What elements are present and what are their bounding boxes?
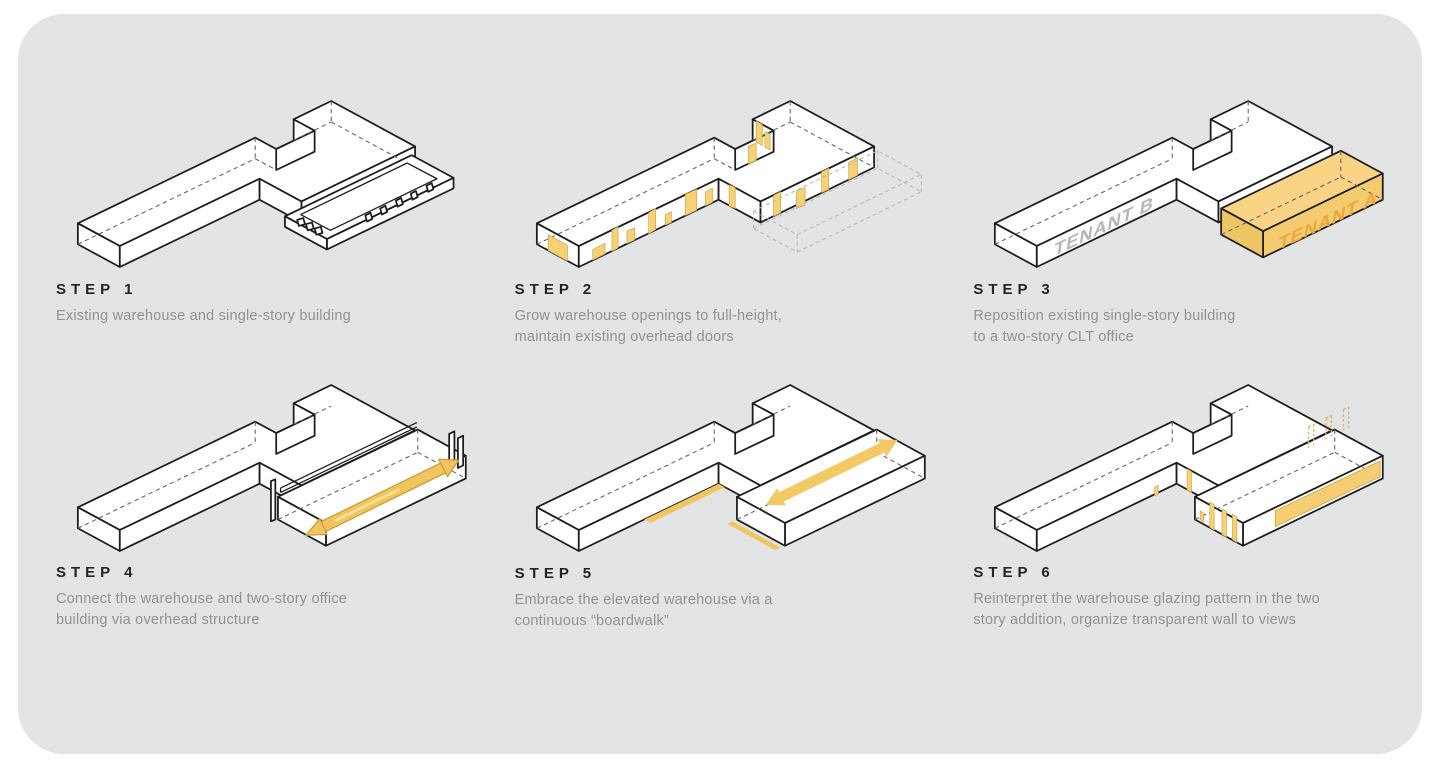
step-2-cell: STEP 2 Grow warehouse openings to full-h… (491, 94, 950, 348)
hidden-glazing-stripes (1308, 405, 1350, 448)
step-label: STEP 5 (514, 564, 597, 582)
ghost-footprint (752, 150, 923, 253)
window-openings (547, 120, 858, 262)
step-label: STEP 6 (973, 564, 1055, 582)
step-2-diagram (535, 100, 923, 268)
step-label: STEP 2 (514, 280, 597, 298)
step-description: Grow warehouse openings to full-height, … (514, 307, 782, 345)
step-5-diagram (535, 383, 926, 552)
step-label: STEP 1 (56, 280, 138, 298)
step-6-cell: STEP 6 Reinterpret the warehouse glazing… (949, 378, 1408, 632)
single-story-building (284, 154, 455, 251)
step-description: Existing warehouse and single-story buil… (56, 307, 351, 324)
step-description: Connect the warehouse and two-story offi… (56, 591, 348, 629)
glazing-panel (1275, 460, 1381, 527)
skylight-row-right (364, 182, 435, 223)
boardwalk-strip (643, 483, 781, 550)
step-label: STEP 3 (973, 280, 1055, 298)
step-4-cell: STEP 4 Connect the warehouse and two-sto… (32, 378, 491, 632)
step-1-cell: STEP 1 Existing warehouse and single-sto… (32, 94, 491, 348)
step-5-cell: STEP 5 Embrace the elevated warehouse vi… (491, 378, 950, 632)
skylight-row-left (296, 217, 324, 236)
step-1-diagram (76, 100, 455, 268)
double-arrow-icon (765, 438, 898, 506)
step-description: Reinterpret the warehouse glazing patter… (973, 591, 1320, 629)
step-description: Reposition existing single-story buildin… (973, 307, 1236, 345)
glazing-stripes (1200, 501, 1238, 543)
step-6-diagram (994, 383, 1384, 552)
diagram-panel: STEP 1 Existing warehouse and single-sto… (18, 14, 1422, 754)
step-description: Embrace the elevated warehouse via a con… (514, 591, 773, 629)
double-arrow-icon (305, 458, 460, 536)
step-4-diagram (76, 383, 467, 552)
step-3-cell: TENANT B TENANT A STEP 3 Reposition exis… (949, 94, 1408, 348)
step-3-diagram: TENANT B TENANT A (994, 100, 1384, 268)
step-label: STEP 4 (56, 564, 138, 582)
